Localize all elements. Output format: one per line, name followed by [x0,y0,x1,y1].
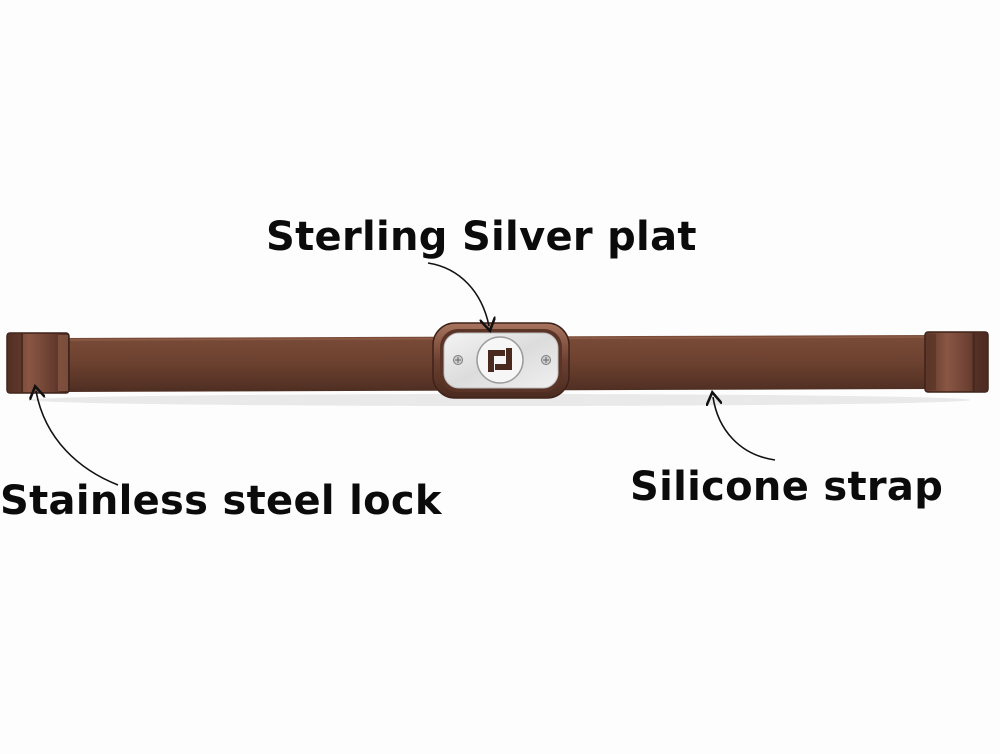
label-sterling-silver-plate: Sterling Silver plat [266,214,697,260]
stainless-steel-lock-right [924,331,989,393]
arrow-to-plate [427,262,489,326]
sterling-silver-plate [432,322,570,399]
stainless-steel-lock-left [6,332,70,394]
arrow-to-strap [713,397,776,461]
spiral-logo-icon [476,336,524,384]
label-silicone-strap: Silicone strap [630,464,944,510]
arrow-to-lock [36,391,119,486]
screw-icon [541,355,551,365]
label-stainless-steel-lock: Stainless steel lock [0,478,442,524]
strap-shadow [30,394,970,406]
screw-icon [453,355,463,365]
